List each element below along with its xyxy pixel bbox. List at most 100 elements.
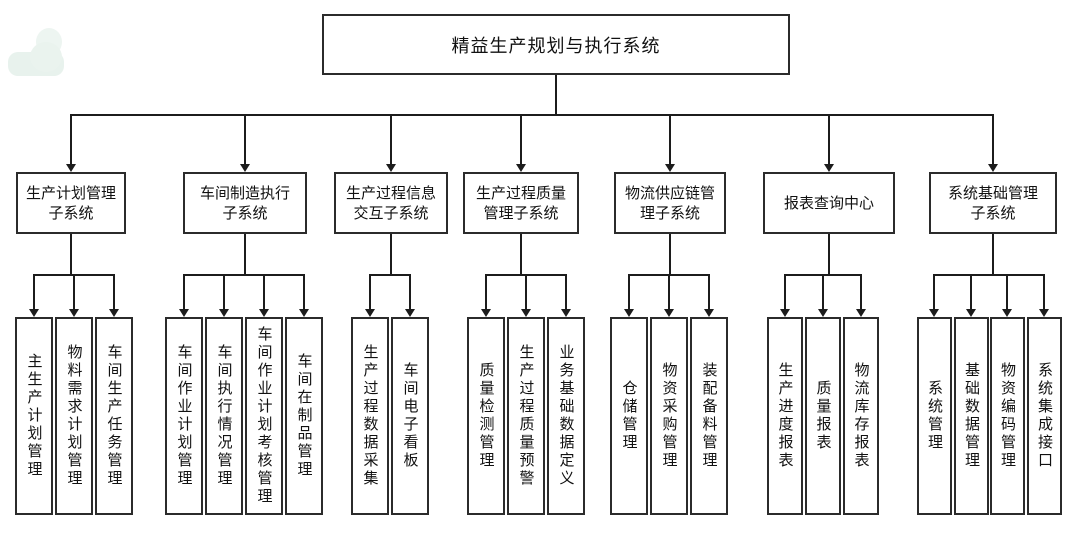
connector-line (668, 274, 670, 310)
module-label: 系统管理 (926, 380, 944, 452)
connector-line (73, 274, 75, 310)
module-label: 生产进度报表 (776, 362, 795, 470)
watermark-blob (30, 42, 62, 72)
connector-line (669, 234, 671, 275)
module-box: 质量报表 (805, 317, 841, 515)
arrow-head (69, 309, 79, 317)
module-label: 物流库存报表 (852, 362, 871, 470)
connector-line (860, 274, 862, 310)
connector-line (183, 274, 185, 310)
module-box: 主生产计划管理 (15, 317, 53, 515)
connector-line (70, 114, 994, 116)
arrow-head (780, 309, 790, 317)
arrow-head (856, 309, 866, 317)
arrow-head (966, 309, 976, 317)
module-label: 车间执行情况管理 (215, 344, 234, 488)
connector-line (933, 274, 1045, 276)
arrow-head (1002, 309, 1012, 317)
arrow-head (1039, 309, 1049, 317)
module-box: 基础数据管理 (954, 317, 989, 515)
module-label: 车间生产任务管理 (105, 344, 124, 488)
module-label: 物料需求计划管理 (65, 344, 84, 488)
arrow-head (259, 309, 269, 317)
arrow-head (299, 309, 309, 317)
arrow-head (561, 309, 571, 317)
arrow-head (240, 164, 250, 172)
connector-line (828, 114, 830, 166)
subsystem-box-logistics-supply: 物流供应链管 理子系统 (614, 172, 726, 234)
module-label: 生产过程质量预警 (517, 344, 536, 488)
connector-line (525, 274, 527, 310)
arrow-head (664, 309, 674, 317)
connector-line (669, 114, 671, 166)
module-label: 质量检测管理 (477, 362, 496, 470)
module-label: 主生产计划管理 (25, 353, 44, 479)
connector-line (113, 274, 115, 310)
module-box: 物料需求计划管理 (55, 317, 93, 515)
connector-line (70, 114, 72, 166)
connector-line (303, 274, 305, 310)
arrow-head (219, 309, 229, 317)
module-label: 业务基础数据定义 (557, 344, 576, 488)
subsystem-box-process-info: 生产过程信息 交互子系统 (334, 172, 448, 234)
module-box: 生产过程数据采集 (351, 317, 389, 515)
connector-line (244, 114, 246, 166)
connector-line (784, 274, 786, 310)
module-box: 车间执行情况管理 (205, 317, 243, 515)
arrow-head (481, 309, 491, 317)
arrow-head (624, 309, 634, 317)
module-label: 装配备料管理 (700, 362, 719, 470)
connector-line (369, 274, 371, 310)
connector-line (485, 274, 487, 310)
connector-line (183, 274, 305, 276)
connector-line (992, 114, 994, 166)
connector-line (223, 274, 225, 310)
arrow-head (516, 164, 526, 172)
module-box: 车间电子看板 (391, 317, 429, 515)
connector-line (390, 114, 392, 166)
arrow-head (521, 309, 531, 317)
connector-line (520, 234, 522, 275)
arrow-head (109, 309, 119, 317)
module-box: 车间作业计划管理 (165, 317, 203, 515)
module-box: 质量检测管理 (467, 317, 505, 515)
module-box: 系统集成接口 (1027, 317, 1062, 515)
arrow-head (386, 164, 396, 172)
subsystem-box-system-foundation: 系统基础管理 子系统 (929, 172, 1057, 234)
connector-line (33, 274, 35, 310)
connector-line (822, 274, 824, 310)
connector-line (708, 274, 710, 310)
module-box: 车间作业计划考核管理 (245, 317, 283, 515)
connector-line (390, 234, 392, 275)
subsystem-box-report-center: 报表查询中心 (763, 172, 895, 234)
connector-line (933, 274, 935, 310)
module-box: 车间在制品管理 (285, 317, 323, 515)
module-box: 仓储管理 (610, 317, 648, 515)
connector-line (244, 234, 246, 275)
watermark-blob (36, 28, 62, 56)
module-label: 车间电子看板 (401, 362, 420, 470)
arrow-head (704, 309, 714, 317)
connector-line (565, 274, 567, 310)
connector-line (520, 114, 522, 166)
module-box: 生产过程质量预警 (507, 317, 545, 515)
arrow-head (824, 164, 834, 172)
module-box: 生产进度报表 (767, 317, 803, 515)
arrow-head (365, 309, 375, 317)
root-system-box: 精益生产规划与执行系统 (322, 14, 790, 75)
connector-line (369, 274, 411, 276)
module-label: 车间作业计划管理 (175, 344, 194, 488)
module-box: 物资采购管理 (650, 317, 688, 515)
connector-line (555, 75, 557, 115)
connector-line (1006, 274, 1008, 310)
connector-line (828, 234, 830, 275)
module-label: 车间在制品管理 (295, 353, 314, 479)
arrow-head (29, 309, 39, 317)
connector-line (628, 274, 630, 310)
connector-line (970, 274, 972, 310)
arrow-head (988, 164, 998, 172)
arrow-head (405, 309, 415, 317)
module-label: 仓储管理 (620, 380, 639, 452)
connector-line (1043, 274, 1045, 310)
